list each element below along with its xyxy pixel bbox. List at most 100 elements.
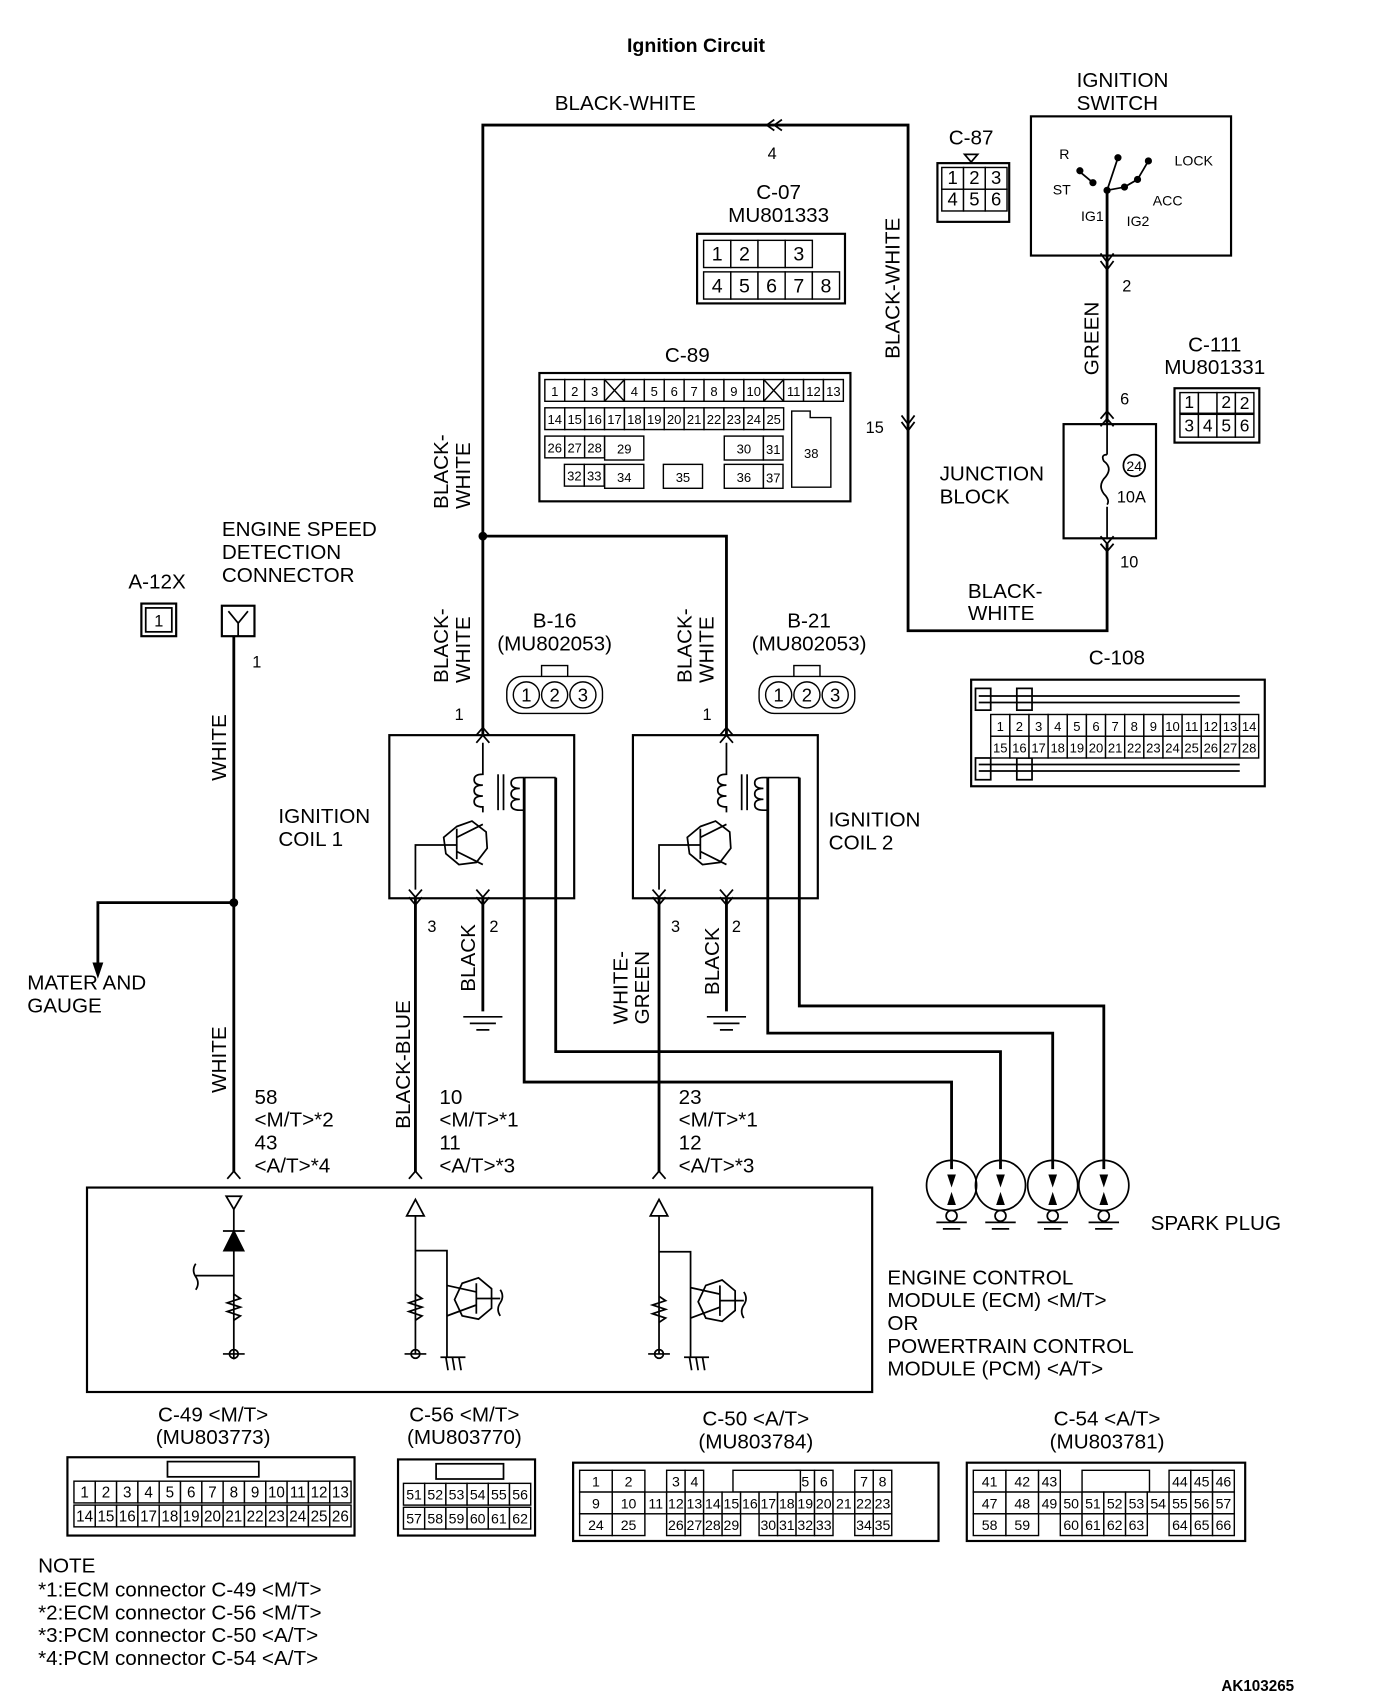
svg-text:16: 16 [1012,741,1027,756]
connector-pin: 13 [1219,713,1241,737]
svg-text:29: 29 [723,1517,739,1533]
connector-name: C-56 <M/T> [409,1403,519,1426]
connector-pin: 12 [1200,713,1222,737]
svg-text:10: 10 [747,384,762,399]
connector-pin: 17 [137,1504,160,1528]
connector-pin: 44 [1168,1469,1192,1493]
ecm-module [85,1186,874,1394]
svg-text:<A/T>*3: <A/T>*3 [679,1154,755,1177]
connector-name: B-16 [533,609,577,632]
svg-text:16: 16 [119,1508,136,1525]
connector-pin: 5 [962,188,986,212]
svg-text:21: 21 [836,1495,852,1511]
connector-pin: 1 [990,713,1011,737]
connector-pin: 21 [222,1504,246,1528]
svg-text:56: 56 [1194,1495,1210,1511]
connector-pin: 6 [179,1480,203,1504]
svg-text:15: 15 [97,1508,114,1525]
svg-text:25: 25 [311,1508,328,1525]
svg-text:9: 9 [251,1484,259,1501]
connector-pin: 45 [1190,1469,1214,1493]
pin-label: 4 [768,145,777,163]
component-label: SPARK PLUG [1151,1212,1281,1235]
connector-pin: 5 [730,271,759,300]
svg-text:3: 3 [793,244,804,266]
connector-pin: 4 [137,1480,160,1504]
connector-name: C-54 <A/T> [1054,1408,1161,1431]
connector-pin: 17 [758,1491,779,1515]
svg-text:<M/T>*1: <M/T>*1 [679,1109,758,1132]
connector-pin: 21 [683,407,705,431]
connector-name: A-12X [128,570,186,593]
connector-pin: 11 [1181,713,1202,737]
wire-label: BLACK- [674,608,697,683]
svg-text:*2:ECM connector C-56 <M/T>: *2:ECM connector C-56 <M/T> [38,1601,322,1624]
connector-pin: 8 [1123,713,1145,737]
fuse-rating: 10A [1117,488,1146,506]
svg-text:20: 20 [667,412,681,427]
component-label: IGNITION [278,805,370,828]
black-white-feed-wire [481,123,1109,633]
svg-text:23: 23 [268,1508,285,1525]
connector-pin: 29 [721,1513,742,1537]
component-label: IGNITION [829,809,921,832]
svg-text:35: 35 [676,470,691,485]
svg-text:6: 6 [1240,415,1250,435]
svg-text:52: 52 [427,1487,443,1503]
svg-text:<M/T>*2: <M/T>*2 [254,1109,333,1132]
connector-pin: 6 [1085,713,1107,737]
wire-label: BLACK [701,927,724,995]
connector-part-number: MU801331 [1164,356,1265,379]
svg-text:51: 51 [406,1487,422,1503]
svg-text:62: 62 [512,1511,528,1527]
connector-pin: 51 [1081,1491,1105,1515]
wire-label: BLACK- [968,580,1043,603]
svg-text:46: 46 [1216,1474,1232,1490]
connector-pin: 2 [730,239,759,269]
connector-pin: 6 [984,188,1008,212]
connector-part-number: (MU802053) [497,632,612,655]
svg-text:24: 24 [747,412,762,427]
connector-pin: 23 [265,1504,288,1528]
svg-text:5: 5 [651,384,658,399]
connector-pin: 3 [115,1480,139,1504]
connector-pin: 1 [154,612,163,630]
svg-text:58: 58 [427,1511,443,1527]
connector-pin: 37 [762,463,784,489]
connector-pin: 28 [583,435,606,459]
wire-label: BLACK- [430,608,453,683]
svg-text:<M/T>*1: <M/T>*1 [439,1109,518,1132]
svg-text:3: 3 [672,1474,680,1490]
connector-pin: 8 [222,1480,246,1504]
svg-text:58: 58 [982,1517,998,1533]
connector-pin: 1 [73,1480,96,1504]
notes: NOTE *1:ECM connector C-49 <M/T> *2:ECM … [38,1555,322,1670]
connector-pin: 25 [611,1513,646,1537]
connector-pin: 1 [544,378,566,402]
connector-pin: 34 [854,1513,874,1537]
svg-text:10: 10 [1165,719,1180,734]
svg-text:12: 12 [1204,719,1219,734]
wire-label: WHITE [452,616,475,683]
svg-text:3: 3 [830,684,840,705]
connector-c87 [936,162,1011,223]
connector-pin: 3 [1028,713,1049,737]
connector-pin: 11 [286,1480,310,1504]
svg-text:43: 43 [1042,1474,1058,1490]
wire-label: WHITE [968,602,1035,625]
svg-text:*3:PCM connector C-50 <A/T>: *3:PCM connector C-50 <A/T> [38,1624,318,1647]
connector-name: C-89 [665,344,710,367]
svg-text:30: 30 [737,441,751,456]
switch-position-acc: ACC [1153,193,1183,209]
wire-label-green: GREEN [1080,302,1103,375]
svg-text:6: 6 [187,1484,195,1501]
connector-name: C-50 <A/T> [702,1408,809,1431]
connector-pin: 8 [872,1469,893,1493]
svg-text:10: 10 [268,1484,285,1501]
connector-pin: 24 [1162,735,1183,759]
svg-text:59: 59 [1014,1517,1030,1533]
connector-c111 [1173,387,1261,444]
svg-text:1: 1 [712,244,723,266]
svg-text:6: 6 [766,275,777,297]
